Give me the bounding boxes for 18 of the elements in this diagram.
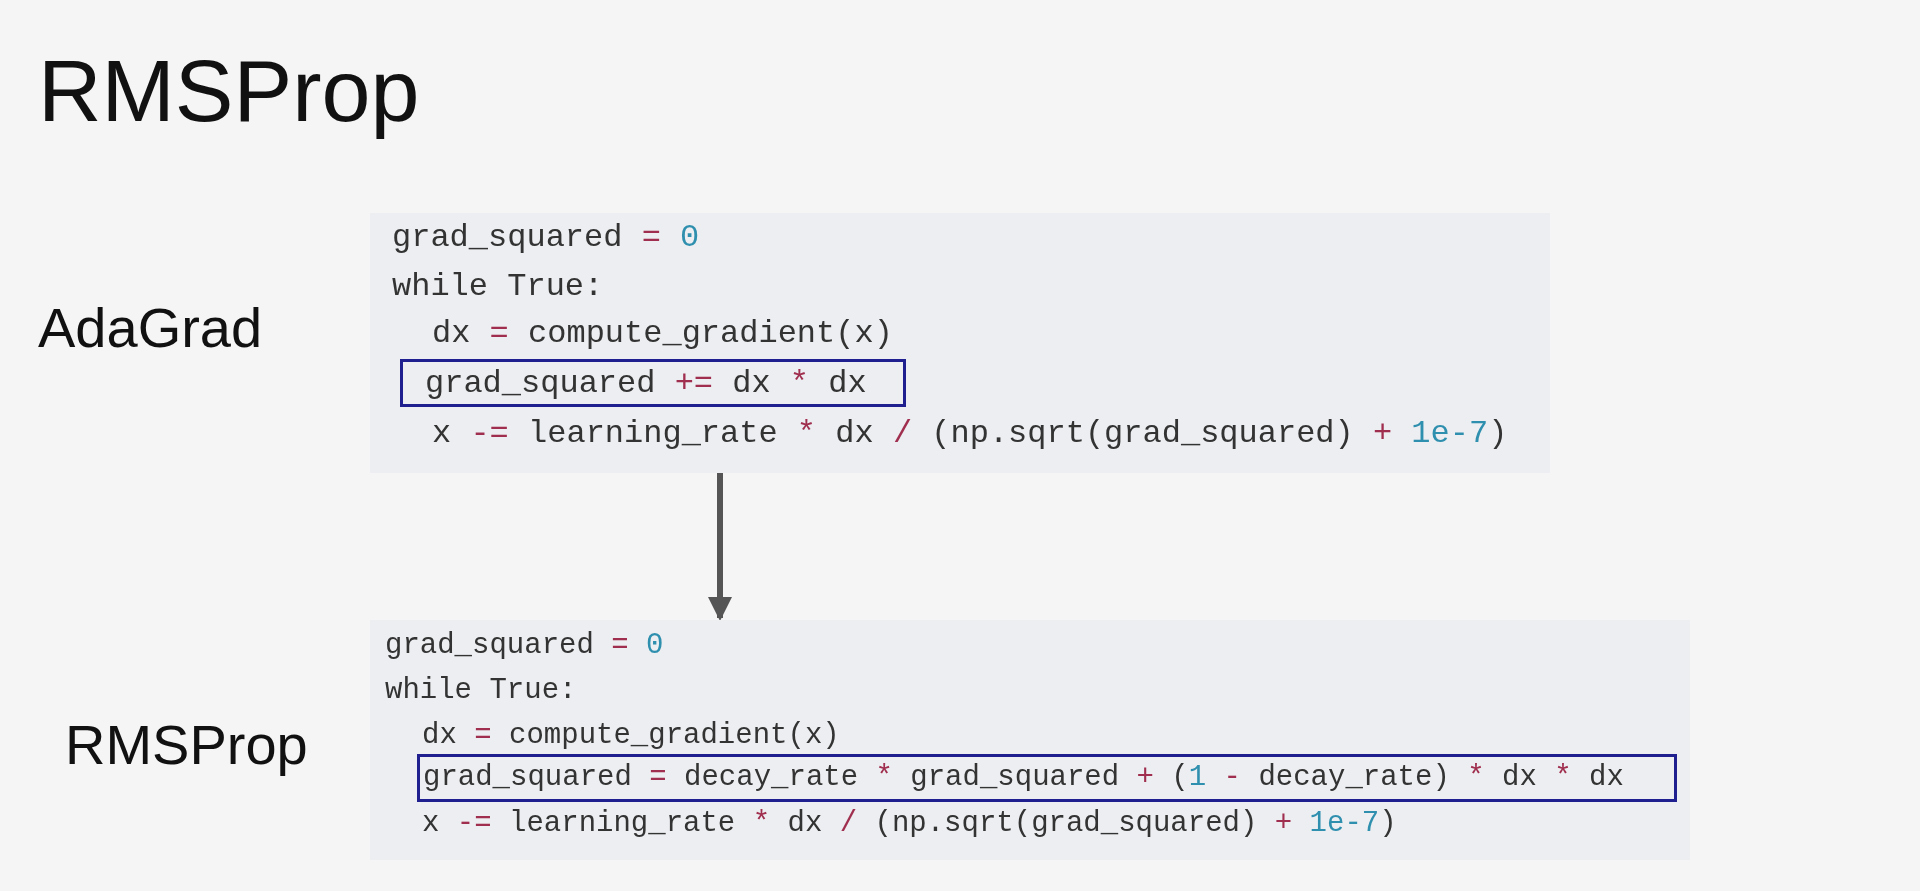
code-line: while True: [392, 268, 604, 305]
code-line: grad_squared = 0 [385, 629, 664, 662]
code-block [370, 620, 1690, 860]
code-line: grad_squared = 0 [392, 219, 700, 256]
slide-title: RMSProp [38, 40, 420, 142]
code-line: x -= learning_rate * dx / (np.sqrt(grad_squared) + 1e-7) [422, 807, 1397, 840]
code-line: grad_squared += dx * dx [425, 365, 867, 402]
code-line: while True: [385, 674, 577, 707]
code-line: dx = compute_gradient(x) [432, 315, 893, 352]
code-line: grad_squared = decay_rate * grad_squared + (1 - decay_rate) * dx * dx [423, 761, 1624, 794]
code-line: dx = compute_gradient(x) [422, 719, 840, 752]
highlight-box [400, 359, 906, 407]
method-label: RMSProp [65, 712, 308, 777]
code-block [370, 213, 1550, 473]
highlight-box [417, 754, 1677, 802]
code-line: x -= learning_rate * dx / (np.sqrt(grad_squared) + 1e-7) [432, 415, 1508, 452]
method-label: AdaGrad [38, 295, 263, 360]
arrow [708, 473, 732, 621]
